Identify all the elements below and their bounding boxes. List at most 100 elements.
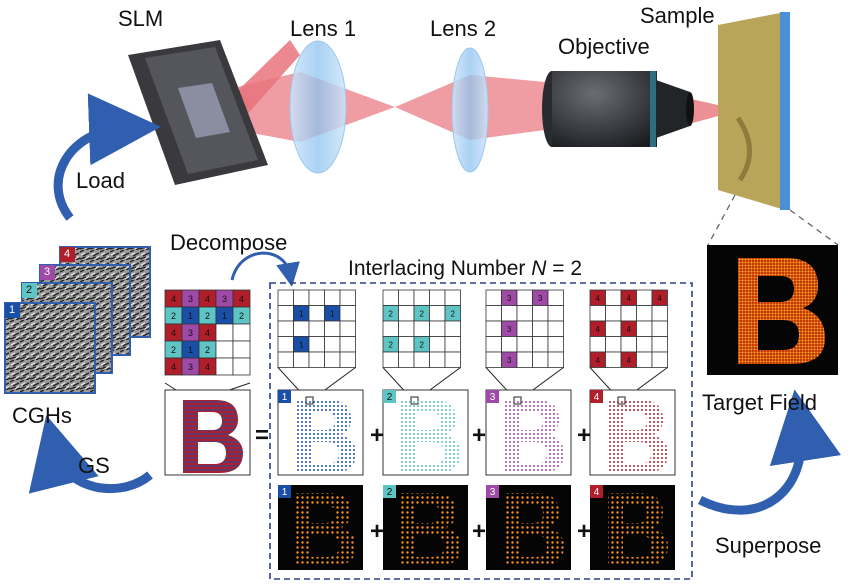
grid-cell-label: 1: [188, 311, 193, 321]
sub-b-badge-label: 3: [490, 392, 496, 403]
plus-sign-5: +: [472, 518, 487, 545]
subgrid-cell-label: 4: [596, 325, 601, 334]
zoom-lines: [707, 194, 839, 246]
subgrid-cell: [429, 289, 446, 306]
cghs-label: CGHs: [12, 403, 72, 428]
target-field-image: [707, 245, 838, 375]
sub-b-letter: [296, 400, 356, 473]
subgrid-cell: [429, 320, 446, 337]
lens-2: [451, 47, 489, 173]
grid-cell: [232, 340, 251, 359]
cgh-number-3: 3: [44, 266, 51, 278]
sample-slide: [718, 12, 790, 210]
subgrid-cell: [429, 305, 446, 322]
subgrid-cell: [398, 336, 415, 353]
subgrid-cell: [444, 289, 461, 306]
grid-cell-label: 3: [188, 362, 193, 372]
interlacing-title: Interlacing Number N = 2: [348, 258, 582, 279]
slm-label: SLM: [118, 6, 164, 31]
subgrid-cell: [547, 289, 564, 306]
subgrid-cell: [429, 351, 446, 368]
grid-cell-label: 2: [205, 311, 210, 321]
sub-field-letter: [401, 493, 461, 566]
load-label: Load: [76, 168, 125, 193]
subgrid-cell: [605, 320, 622, 337]
subgrid-cell-label: 1: [299, 310, 304, 319]
plus-sign-1: +: [370, 422, 385, 449]
sub-b-badge-label: 2: [387, 392, 393, 403]
superpose-arrow: [697, 389, 842, 515]
sub-field-badge: [383, 485, 396, 498]
grid-cell-label: 1: [222, 311, 227, 321]
subgrid-cell: [277, 305, 294, 322]
subgrid-cell: [589, 305, 606, 322]
grid-cell-label: 1: [188, 345, 193, 355]
subgrid-cell: [444, 351, 461, 368]
interlacing-prefix: Interlacing Number: [348, 257, 532, 280]
sub-field-badge: [278, 485, 291, 498]
sub-field-letter: [504, 493, 564, 566]
subgrid-cell-label: 1: [299, 341, 304, 350]
subgrid-cell-label: 4: [596, 356, 601, 365]
subgrid-cell: [382, 320, 399, 337]
plus-sign-6: +: [577, 518, 592, 545]
subgrid-cell: [485, 305, 502, 322]
grid-cell-label: 2: [205, 345, 210, 355]
subgrid-cell: [339, 289, 356, 306]
cgh-number-1: 1: [9, 304, 16, 316]
plus-sign-2: +: [472, 422, 487, 449]
sub-b-letter: [401, 400, 461, 473]
subgrid-cell: [516, 320, 533, 337]
subgrid-cell: [277, 351, 294, 368]
subgrid-cell: [620, 336, 637, 353]
subgrid-cell: [547, 305, 564, 322]
sub-field-letter: [296, 493, 356, 566]
sub-b-letter: [504, 400, 564, 473]
sub-b-badge: [278, 390, 291, 403]
subgrid-cell: [547, 336, 564, 353]
grid-cell-label: 4: [205, 328, 210, 338]
grid-cell-label: 4: [171, 294, 176, 304]
grid-cell-label: 2: [171, 311, 176, 321]
subgrid-cell-label: 3: [507, 356, 512, 365]
subgrid-cell: [308, 336, 325, 353]
subgrid-cell: [651, 320, 668, 337]
subgrid-cell: [589, 336, 606, 353]
subgrid-cell: [293, 289, 310, 306]
subgrid-cell: [277, 320, 294, 337]
sub-b-badge: [383, 390, 396, 403]
subgrid-cell: [413, 320, 430, 337]
subgrid-cell: [501, 305, 518, 322]
subgrid-cell-label: 4: [627, 325, 632, 334]
slm-device: [128, 40, 268, 185]
composite-b-letter: [183, 400, 243, 473]
subgrid-cell: [413, 351, 430, 368]
subgrid-cell: [516, 289, 533, 306]
subgrid-cell: [605, 351, 622, 368]
gs-arrow: [28, 415, 153, 494]
grid-cell-label: 2: [239, 311, 244, 321]
subgrid-cell: [636, 351, 653, 368]
sub-field-letter: [608, 493, 668, 566]
sub-b-letter: [608, 400, 668, 473]
sub-field-badge: [590, 485, 603, 498]
grid-cell-label: 4: [239, 294, 244, 304]
subgrid-cell: [324, 320, 341, 337]
subgrid-cell: [532, 351, 549, 368]
subgrid-cell-label: 3: [507, 294, 512, 303]
subgrid-cell: [398, 305, 415, 322]
subgrid-cell: [651, 336, 668, 353]
lens-2-label: Lens 2: [430, 16, 497, 41]
grid-cell: [232, 357, 251, 376]
cgh-stack: [4, 246, 151, 394]
subgrid-cell: [293, 320, 310, 337]
sample-label: Sample: [640, 3, 715, 28]
subgrid-cell: [324, 351, 341, 368]
load-arrow: [53, 93, 161, 221]
sub-field-badge-label: 4: [594, 487, 600, 498]
subgrid-cell: [532, 305, 549, 322]
subgrid-cell: [444, 336, 461, 353]
sub-field-badge-label: 2: [387, 487, 393, 498]
grid-cell-label: 4: [205, 362, 210, 372]
